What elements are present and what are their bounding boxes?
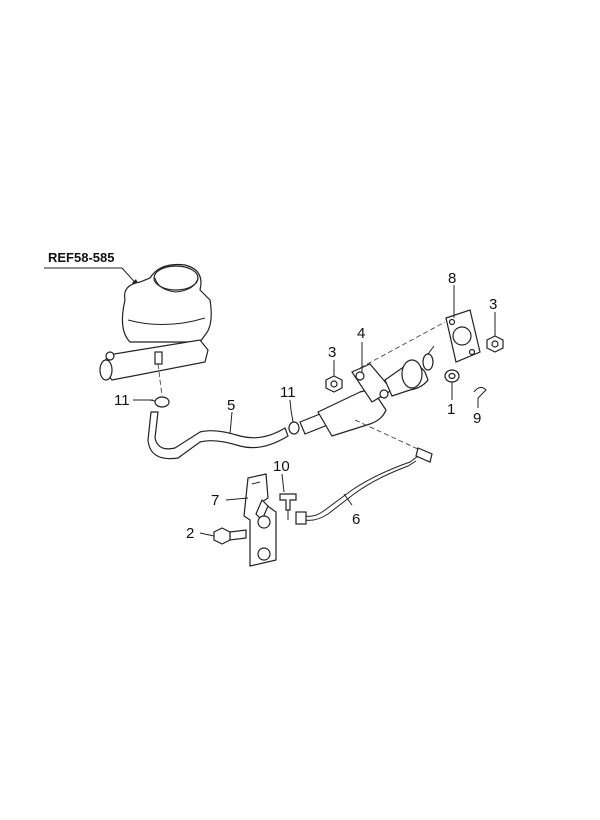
hose-clamp-left	[149, 396, 170, 408]
reservoir-hose	[147, 411, 289, 460]
callout-2: 2	[186, 525, 194, 542]
mounting-bolt	[213, 527, 247, 545]
nut-center	[325, 375, 343, 393]
callout-10: 10	[273, 458, 290, 475]
callout-7: 7	[211, 492, 219, 509]
callout-11-right: 11	[280, 384, 296, 401]
callout-3-center: 3	[328, 344, 336, 361]
callout-1: 1	[447, 401, 455, 418]
callout-labels: 8 3 4 3 11 5 11 1 9 10 7 6 2	[114, 270, 497, 542]
callout-9: 9	[473, 410, 481, 427]
clutch-master-cylinder	[299, 321, 446, 437]
nut-right	[486, 335, 504, 353]
callout-8: 8	[448, 270, 456, 287]
callout-5: 5	[227, 397, 235, 414]
clevis-pin	[473, 386, 487, 399]
callout-6: 6	[352, 511, 360, 528]
pipe-clip	[279, 493, 297, 520]
callout-leaders	[133, 285, 496, 537]
master-cylinder-reservoir	[99, 263, 212, 397]
reference-label: REF58-585	[48, 250, 114, 265]
reference-label-group: REF58-585	[44, 250, 141, 289]
washer	[444, 369, 460, 383]
clutch-pipe	[295, 447, 433, 525]
mounting-bracket	[243, 473, 277, 567]
callout-11-left: 11	[114, 392, 130, 409]
hose-clamp-right	[288, 409, 300, 435]
callout-3-right: 3	[489, 296, 497, 313]
callout-4: 4	[357, 325, 365, 342]
mounting-gasket	[445, 309, 481, 363]
